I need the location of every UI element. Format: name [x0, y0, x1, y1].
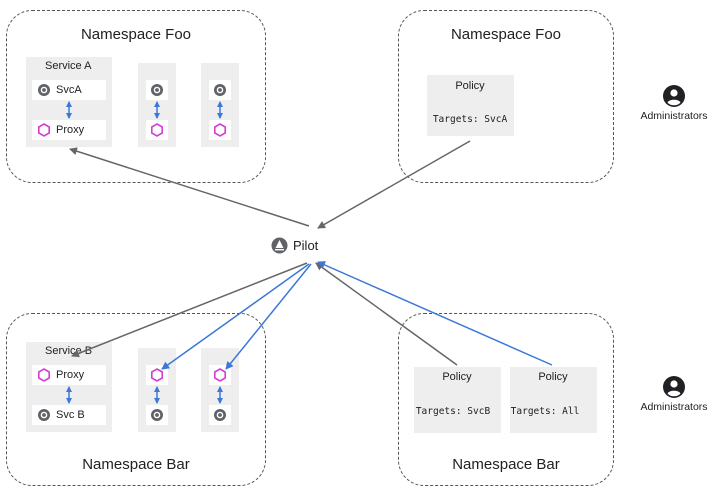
svc-a-chip: SvcA: [32, 80, 106, 100]
pilot-to-proxy-b-arrow: [71, 262, 308, 358]
namespace-bar-title: Namespace Bar: [452, 456, 560, 473]
policy-foo-to-pilot-arrow: [317, 140, 471, 229]
svc-a-label: SvcA: [56, 84, 82, 96]
proxy-hexagon-icon: [37, 123, 50, 137]
pilot-to-proxy-a-arrow: [69, 147, 310, 227]
replica-proxy-chip: [146, 365, 168, 385]
replica-proxy-chip: [209, 120, 231, 140]
pilot-to-replica-proxy-arrow: [161, 263, 310, 370]
replica-proxy-chip: [209, 365, 231, 385]
account-circle-icon: [663, 85, 685, 107]
service-icon: [151, 409, 163, 421]
policy-all-to-pilot-arrow: [317, 261, 553, 366]
service-icon: [214, 84, 226, 96]
administrators-label: Administrators: [640, 110, 708, 122]
policy-foo-box: Policy Targets: SvcA: [427, 75, 514, 136]
replica-svc-chip: [209, 80, 231, 100]
namespace-bar-title: Namespace Bar: [82, 456, 190, 473]
proxy-b-label: Proxy: [56, 369, 85, 381]
policy-svcb-box: Policy Targets: SvcB: [414, 367, 501, 433]
namespace-foo-policy: [398, 10, 614, 183]
pilot-label: Pilot: [293, 238, 319, 253]
replica-proxy-chip: [146, 120, 168, 140]
proxy-b-chip: Proxy: [32, 365, 106, 385]
svc-b-label: Svc B: [56, 409, 85, 421]
svc-b-chip: Svc B: [32, 405, 106, 425]
proxy-a-label: Proxy: [56, 124, 85, 136]
administrators-label: Administrators: [640, 401, 708, 413]
pilot-sail-icon: [271, 237, 288, 254]
proxy-a-chip: Proxy: [32, 120, 106, 140]
replica-svc-chip: [146, 405, 168, 425]
policy-title: Policy: [538, 371, 568, 383]
policy-target: Targets: All: [510, 406, 580, 417]
policy-svcb-to-pilot-arrow: [315, 262, 458, 366]
policy-title: Policy: [442, 371, 472, 383]
namespace-foo-services: [6, 10, 266, 183]
service-icon: [151, 84, 163, 96]
proxy-hexagon-icon: [213, 368, 226, 382]
policy-target: Targets: SvcA: [432, 114, 508, 125]
proxy-hexagon-icon: [213, 123, 226, 137]
pilot-to-replica-proxy-arrow: [225, 263, 312, 370]
service-icon: [38, 409, 50, 421]
account-circle-icon: [663, 376, 685, 398]
service-a-title: Service A: [45, 60, 92, 72]
replica-svc-chip: [146, 80, 168, 100]
policy-title: Policy: [455, 80, 485, 92]
service-icon: [38, 84, 50, 96]
policy-target: Targets: SvcB: [415, 406, 491, 417]
namespace-bar-services: [6, 313, 266, 486]
service-icon: [214, 409, 226, 421]
namespace-foo-title: Namespace Foo: [450, 26, 562, 43]
proxy-hexagon-icon: [37, 368, 50, 382]
policy-all-box: Policy Targets: All: [510, 367, 597, 433]
proxy-hexagon-icon: [150, 123, 163, 137]
service-b-title: Service B: [45, 345, 93, 357]
replica-svc-chip: [209, 405, 231, 425]
proxy-hexagon-icon: [150, 368, 163, 382]
namespace-bar-policy: [398, 313, 614, 486]
namespace-foo-title: Namespace Foo: [80, 26, 192, 43]
